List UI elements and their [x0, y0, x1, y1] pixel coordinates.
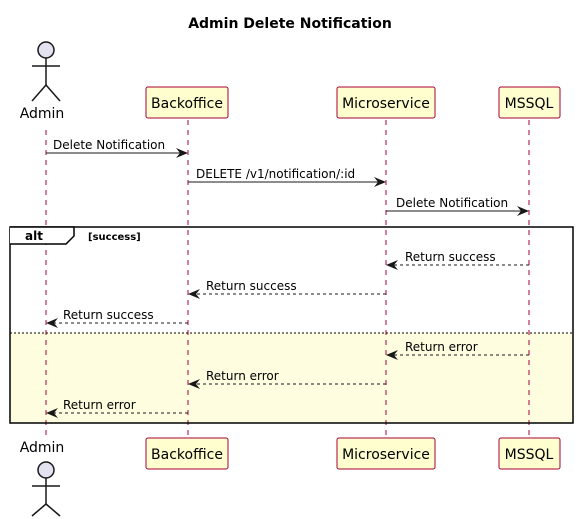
stick-figure-icon	[31, 461, 61, 517]
participant-mssql-bottom: MSSQL	[498, 437, 561, 470]
participant-backoffice-label: Backoffice	[151, 96, 223, 112]
participant-mssql-top: MSSQL	[498, 86, 561, 119]
message-7: Return error	[386, 340, 529, 360]
alt-fragment-frame	[9, 226, 574, 424]
message-label: Return error	[405, 340, 478, 354]
actor-admin-label: Admin	[20, 106, 65, 122]
message-1: Delete Notification	[46, 138, 188, 158]
message-label: Return error	[206, 369, 279, 383]
message-label: Return success	[206, 279, 297, 293]
message-label: Return success	[63, 308, 154, 322]
diagram-title: Admin Delete Notification	[188, 16, 392, 32]
message-9: Return error	[46, 398, 188, 418]
actor-admin-bottom: Admin	[20, 440, 65, 517]
participant-backoffice-bottom: Backoffice	[145, 437, 229, 470]
message-label: Delete Notification	[53, 138, 165, 152]
participant-microservice-label: Microservice	[342, 96, 430, 112]
participant-mssql-label: MSSQL	[505, 96, 554, 112]
message-3: Delete Notification	[386, 196, 529, 216]
message-label: DELETE /v1/notification/:id	[196, 167, 355, 181]
alt-fragment-tab	[10, 226, 75, 245]
participant-backoffice-label: Backoffice	[151, 447, 223, 463]
message-5: Return success	[188, 279, 386, 299]
alt-keyword: alt	[25, 229, 43, 243]
actor-admin-top: Admin	[20, 41, 65, 122]
message-6: Return success	[46, 308, 188, 328]
message-4: Return success	[386, 250, 529, 270]
message-label: Return success	[405, 250, 496, 264]
alt-guard: [success]	[88, 232, 141, 243]
participant-microservice-label: Microservice	[342, 447, 430, 463]
message-label: Return error	[63, 398, 136, 412]
participant-backoffice-top: Backoffice	[145, 86, 229, 119]
alt-else-section	[10, 333, 573, 423]
stick-figure-icon	[31, 41, 61, 102]
participant-microservice-top: Microservice	[336, 86, 436, 119]
participant-mssql-label: MSSQL	[505, 447, 554, 463]
message-label: Delete Notification	[396, 196, 508, 210]
message-8: Return error	[188, 369, 386, 389]
message-2: DELETE /v1/notification/:id	[188, 167, 386, 187]
participant-microservice-bottom: Microservice	[336, 437, 436, 470]
actor-admin-label: Admin	[20, 440, 65, 456]
